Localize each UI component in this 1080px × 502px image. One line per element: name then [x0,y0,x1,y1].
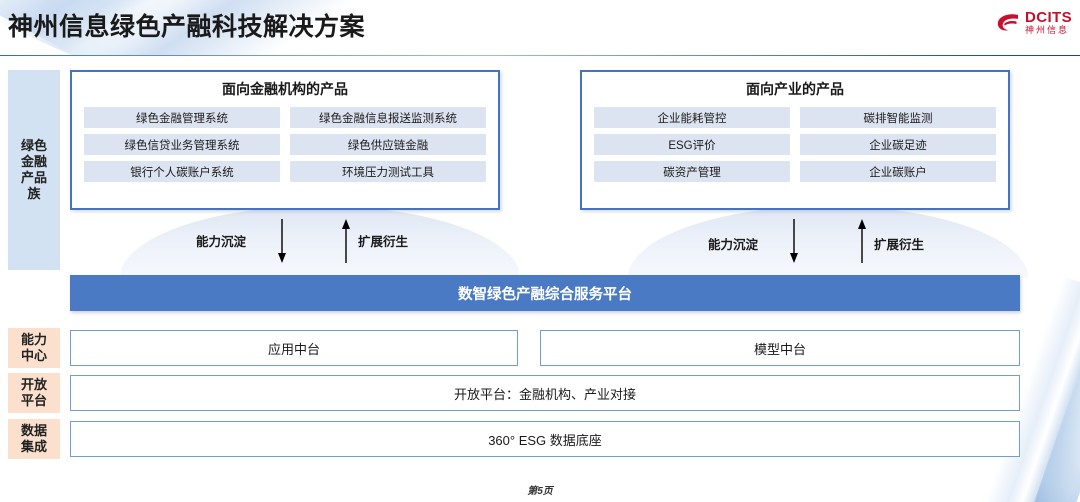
product-chip[interactable]: 碳排智能监测 [800,107,996,128]
product-chip[interactable]: 企业碳账户 [800,161,996,182]
product-chip[interactable]: ESG评价 [594,134,790,155]
product-chip[interactable]: 企业能耗管控 [594,107,790,128]
rail-line: 开放 [20,376,47,392]
product-group-industry: 面向产业的产品 企业能耗管控 碳排智能监测 ESG评价 企业碳足迹 碳资产管理 … [580,70,1010,210]
flow-label-expansion-derivation-right: 扩展衍生 [874,238,925,252]
flow-label-capability-precipitation-right: 能力沉淀 [708,238,759,252]
rail-line: 产品 [20,170,47,185]
layer-box-data-base[interactable]: 360° ESG 数据底座 [70,421,1020,457]
layer-box-open-platform[interactable]: 开放平台：金融机构、产业对接 [70,375,1020,411]
platform-bar[interactable]: 数智绿色产融综合服务平台 [70,275,1020,311]
header-divider-rule [0,55,1080,56]
flow-label-capability-precipitation-left: 能力沉淀 [196,235,247,249]
rail-line: 数据 [20,422,47,438]
rail-line: 能力 [20,331,47,347]
rail-line: 集成 [20,439,47,454]
logo-wordmark: DCITS 神州信息 [1025,10,1072,35]
flow-label-expansion-derivation-left: 扩展衍生 [358,235,409,249]
logo-text-cn: 神州信息 [1025,25,1070,35]
hill-decoration-right [628,206,1028,278]
dcits-swirl-icon [995,12,1021,34]
rail-label-ability-center: 能力 中心 [8,328,60,368]
product-chip[interactable]: 绿色供应链金融 [290,134,486,155]
product-group-financial-institutions: 面向金融机构的产品 绿色金融管理系统 绿色金融信息报送监测系统 绿色信贷业务管理… [70,70,500,210]
product-chip[interactable]: 绿色金融管理系统 [84,107,280,128]
layer-box-model-middle-platform[interactable]: 模型中台 [540,330,1020,366]
rail-label-open-platform: 开放 平台 [8,373,60,413]
rail-line: 族 [27,186,41,202]
product-chip[interactable]: 企业碳足迹 [800,134,996,155]
group-title: 面向产业的产品 [746,81,844,97]
product-chip-grid: 企业能耗管控 碳排智能监测 ESG评价 企业碳足迹 碳资产管理 企业碳账户 [582,99,1008,182]
rail-label-data-integration: 数据 集成 [8,419,60,459]
group-title: 面向金融机构的产品 [222,81,348,97]
layer-box-application-middle-platform[interactable]: 应用中台 [70,330,518,366]
rail-line: 金融 [20,153,47,169]
rail-label-green-finance-products: 绿色 金融 产品 族 [8,70,60,270]
product-chip-grid: 绿色金融管理系统 绿色金融信息报送监测系统 绿色信贷业务管理系统 绿色供应链金融… [72,99,498,182]
rail-line: 平台 [20,393,47,408]
arrow-down-icon-right [788,219,800,263]
slide-header: 神州信息绿色产融科技解决方案 DCITS 神州信息 [0,0,1080,56]
page-title: 神州信息绿色产融科技解决方案 [8,13,366,41]
product-chip[interactable]: 碳资产管理 [594,161,790,182]
arrow-up-icon-right [856,219,868,263]
arrow-up-icon-left [340,219,352,263]
logo-text-en: DCITS [1025,9,1072,26]
product-chip[interactable]: 绿色信贷业务管理系统 [84,134,280,155]
product-chip[interactable]: 环境压力测试工具 [290,161,486,182]
hill-decoration-left [120,206,520,278]
arrow-down-icon-left [276,219,288,263]
rail-line: 绿色 [20,137,47,153]
product-chip[interactable]: 绿色金融信息报送监测系统 [290,107,486,128]
rail-line: 中心 [20,348,47,363]
page-number-footer: 第5页 [527,486,553,497]
brand-logo: DCITS 神州信息 [995,10,1072,35]
product-chip[interactable]: 银行个人碳账户系统 [84,161,280,182]
